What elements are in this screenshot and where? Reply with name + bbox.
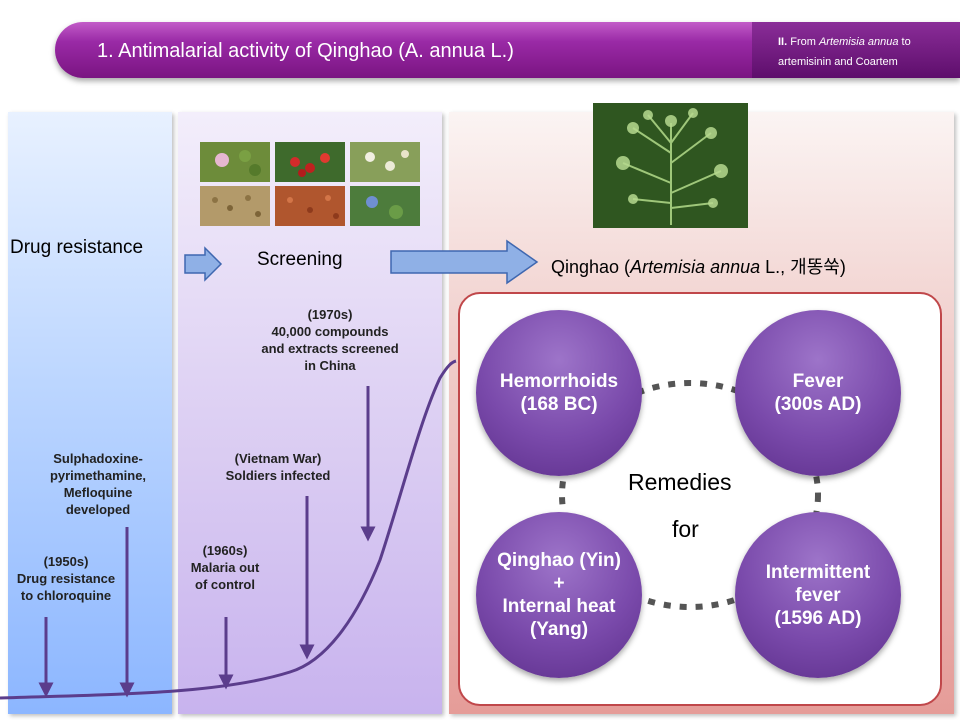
plant-photo-grid bbox=[200, 142, 420, 226]
photo-herb bbox=[350, 186, 420, 226]
qinghao-label: Qinghao (Artemisia annua L., 개똥쑥) bbox=[551, 257, 846, 277]
circle-qinghao-yin: Qinghao (Yin)+Internal heat(Yang) bbox=[476, 512, 642, 678]
circle-fever: Fever(300s AD) bbox=[735, 310, 901, 476]
note-1970s: (1970s) 40,000 compounds and extracts sc… bbox=[261, 307, 399, 373]
note-sp-mefloquine: Sulphadoxine- pyrimethamine, Mefloquine … bbox=[49, 451, 147, 517]
photo-red-seeds bbox=[275, 186, 345, 226]
artemisia-photo bbox=[593, 103, 748, 228]
photo-flower bbox=[200, 142, 270, 182]
screening-label: Screening bbox=[257, 249, 343, 270]
drug-resistance-label: Drug resistance bbox=[10, 237, 144, 258]
photo-red-berries bbox=[275, 142, 345, 182]
arrow-to-screening bbox=[184, 246, 223, 282]
circle-hemorrhoids: Hemorrhoids(168 BC) bbox=[476, 310, 642, 476]
section-banner bbox=[752, 22, 960, 78]
section-label: II. From Artemisia annua to artemisinin … bbox=[778, 36, 911, 68]
note-vietnam-war: (Vietnam War) Soldiers infected bbox=[225, 451, 331, 483]
remedies-ring bbox=[559, 380, 821, 610]
growth-curve bbox=[0, 359, 457, 700]
note-1960s: (1960s) Malaria out of control bbox=[190, 543, 260, 592]
remedies-for: for bbox=[672, 516, 699, 542]
photo-seeds bbox=[200, 186, 270, 226]
arrow-to-qinghao bbox=[390, 239, 539, 285]
remedies-heading: Remedies bbox=[628, 469, 732, 495]
note-1950s: (1950s) Drug resistance to chloroquine bbox=[16, 554, 116, 603]
photo-blossoms bbox=[350, 142, 420, 182]
slide-title: 1. Antimalarial activity of Qinghao (A. … bbox=[97, 40, 514, 62]
drug-resistance-panel bbox=[8, 112, 172, 714]
